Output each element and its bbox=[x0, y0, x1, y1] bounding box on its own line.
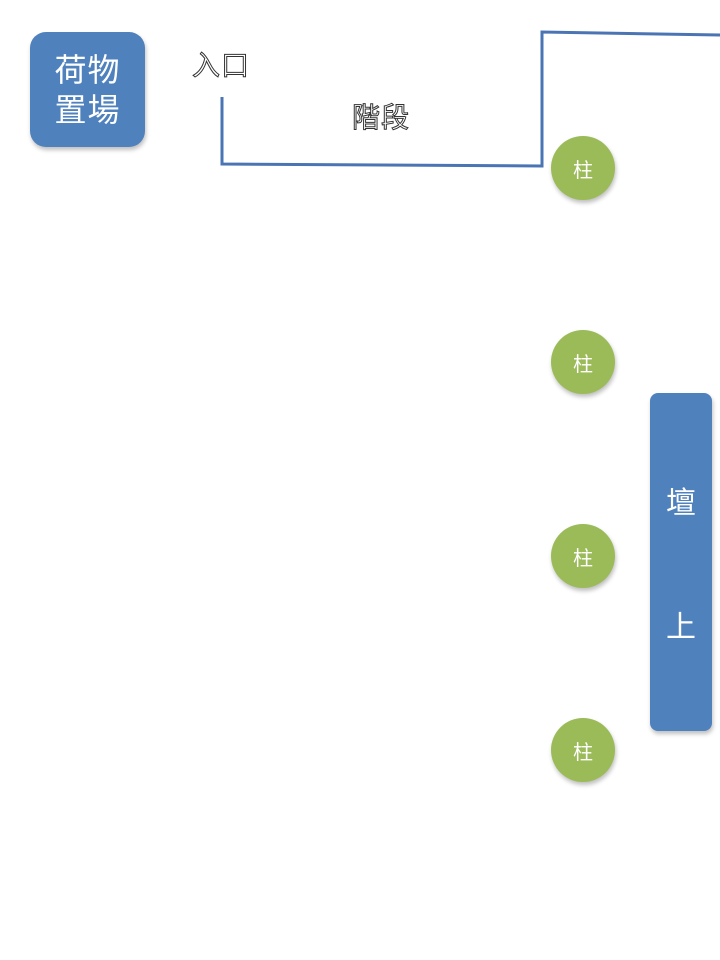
stage-label-char2: 上 bbox=[666, 610, 696, 645]
stage-label-char1: 壇 bbox=[666, 486, 696, 521]
pillar: 柱 bbox=[551, 136, 615, 200]
wall-outline bbox=[220, 30, 720, 168]
pillar: 柱 bbox=[551, 330, 615, 394]
luggage-area-label-line2: 置場 bbox=[54, 90, 121, 129]
luggage-area-box: 荷物 置場 bbox=[30, 32, 145, 147]
stairs-label: 階段 bbox=[351, 101, 411, 135]
entrance-label: 入口 bbox=[191, 49, 251, 83]
luggage-area-label-line1: 荷物 bbox=[54, 50, 121, 89]
pillar: 柱 bbox=[551, 718, 615, 782]
pillar: 柱 bbox=[551, 524, 615, 588]
stage-box: 壇 上 bbox=[650, 393, 712, 731]
